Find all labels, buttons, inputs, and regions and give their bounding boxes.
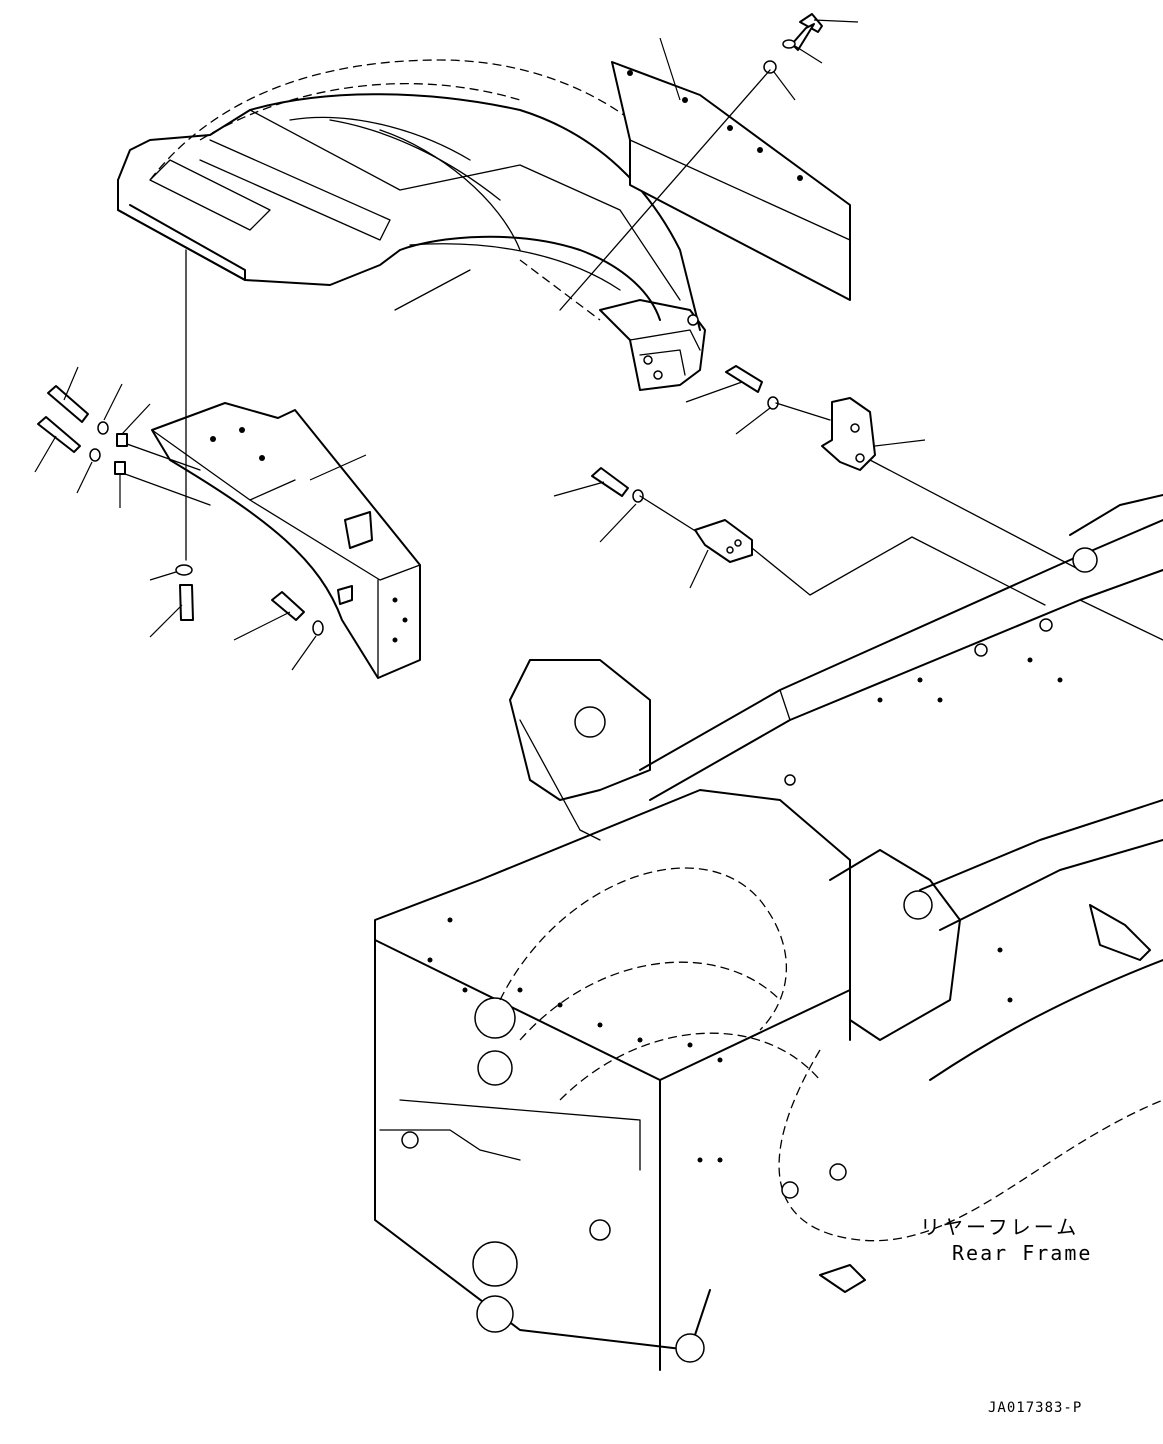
flap-nut [763, 60, 796, 101]
stay-bolt-upper [47, 366, 89, 423]
stay-bolt-bottom [149, 584, 194, 638]
rear-frame [374, 494, 1163, 1371]
flap-washer [782, 39, 823, 64]
stay-washer-bottom [149, 564, 193, 581]
stay-washer-upper [97, 383, 123, 435]
stay-washer-side [291, 620, 324, 671]
stay-spacer-upper [116, 403, 151, 447]
stay-bolt-lower [34, 416, 81, 473]
fender [117, 59, 721, 331]
stay-bolt-side [233, 591, 305, 641]
fender-stay [151, 402, 421, 679]
mud-flap [611, 61, 851, 301]
fender-bracket-assembly [519, 259, 706, 391]
flap-bolt [791, 13, 859, 51]
rear-mount-bracket [821, 397, 926, 471]
rear-frame-label-en: Rear Frame [952, 1241, 1092, 1265]
drawing-code: JA017383-P [988, 1400, 1082, 1416]
center-bolt [553, 467, 629, 497]
stay-spacer-lower [114, 461, 126, 508]
center-washer [599, 489, 644, 543]
bracket-washer [735, 396, 779, 435]
bracket-bolt [685, 365, 763, 403]
stay-washer-lower [76, 448, 101, 494]
rear-frame-label-jp: リヤーフレーム [920, 1215, 1079, 1239]
center-bracket [689, 519, 753, 589]
